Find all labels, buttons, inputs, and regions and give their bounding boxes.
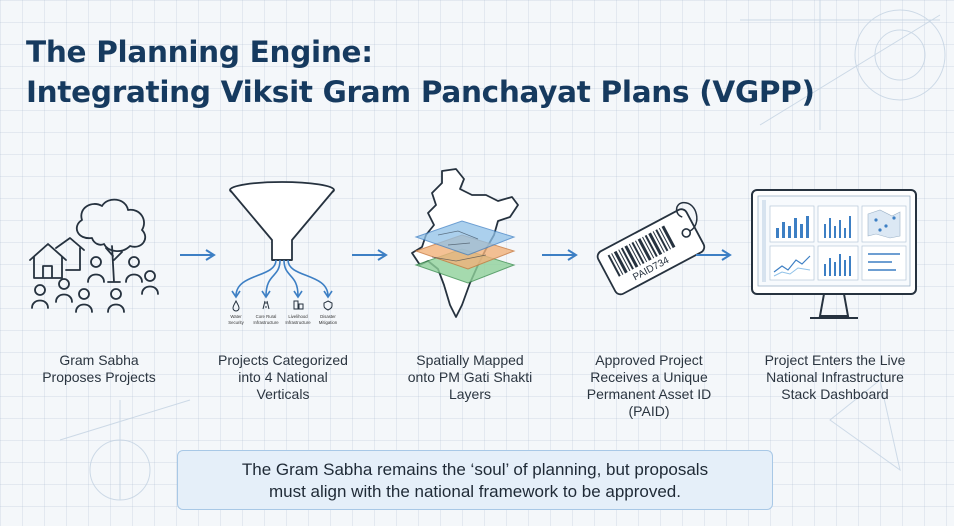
tree-icon (75, 198, 147, 252)
step-3-line-3: Layers (448, 386, 492, 402)
step-2-line-3: Verticals (256, 386, 310, 402)
dashboard-monitor-illustration (751, 189, 917, 319)
step-4-line-1: Approved Project (595, 352, 703, 368)
step-3-line-1: Spatially Mapped (416, 352, 524, 368)
india-map-layers-illustration (411, 168, 519, 318)
step-1-line-2: Proposes Projects (42, 369, 156, 385)
step-2-line-1: Projects Categorized (218, 352, 348, 368)
barcode-icon (607, 225, 676, 277)
funnel-illustration: Water Security Core Rural Infrastructure… (228, 181, 338, 325)
building-icon (293, 300, 304, 310)
vertical-label-2a: Core Rural (256, 314, 277, 319)
vertical-label-4a: Disaster (320, 314, 336, 319)
vertical-label-4b: Mitigation (319, 320, 338, 325)
note-line-1: The Gram Sabha remains the ‘soul’ of pla… (241, 460, 709, 479)
step-4-line-4: (PAID) (628, 403, 670, 419)
step-4-line-3: Permanent Asset ID (586, 386, 712, 402)
water-drop-icon (232, 299, 240, 312)
step-4-line-2: Receives a Unique (590, 369, 708, 385)
step-4-caption: Approved Project Receives a Unique Perma… (564, 352, 734, 420)
vertical-label-3b: Infrastructure (285, 320, 311, 325)
title-line-1: The Planning Engine: (26, 35, 373, 69)
step-1-caption: Gram Sabha Proposes Projects (14, 352, 184, 386)
step-2-line-2: into 4 National (238, 369, 328, 385)
vertical-label-3a: Livelihood (288, 314, 308, 319)
shield-icon (323, 300, 333, 311)
flow-arrow-2 (352, 249, 388, 261)
step-2-caption: Projects Categorized into 4 National Ver… (198, 352, 368, 403)
house-icon (29, 243, 67, 279)
step-5-caption: Project Enters the Live National Infrast… (750, 352, 920, 403)
key-note-box: The Gram Sabha remains the ‘soul’ of pla… (177, 450, 773, 510)
step-5-line-2: National Infrastructure (766, 369, 904, 385)
page-title: The Planning Engine: Integrating Viksit … (26, 32, 815, 112)
flow-arrow-4 (696, 249, 732, 261)
title-line-2: Integrating Viksit Gram Panchayat Plans … (26, 75, 815, 109)
flow-arrow-3 (542, 249, 578, 261)
step-5-line-3: Stack Dashboard (781, 386, 889, 402)
step-3-line-2: onto PM Gati Shakti (407, 369, 533, 385)
road-icon (262, 300, 270, 310)
step-5-line-1: Project Enters the Live (764, 352, 906, 368)
flow-arrow-1 (180, 249, 216, 261)
note-line-2: must align with the national framework t… (268, 482, 681, 501)
vertical-label-1b: Security (228, 320, 244, 325)
step-1-line-1: Gram Sabha (59, 352, 139, 368)
gram-sabha-illustration (29, 198, 159, 313)
step-3-caption: Spatially Mapped onto PM Gati Shakti Lay… (385, 352, 555, 403)
vertical-label-2b: Infrastructure (253, 320, 279, 325)
paid-tag-illustration: PAID734 (596, 201, 706, 296)
vertical-label-1a: Water (230, 314, 242, 319)
map-layer-blue (414, 220, 516, 256)
